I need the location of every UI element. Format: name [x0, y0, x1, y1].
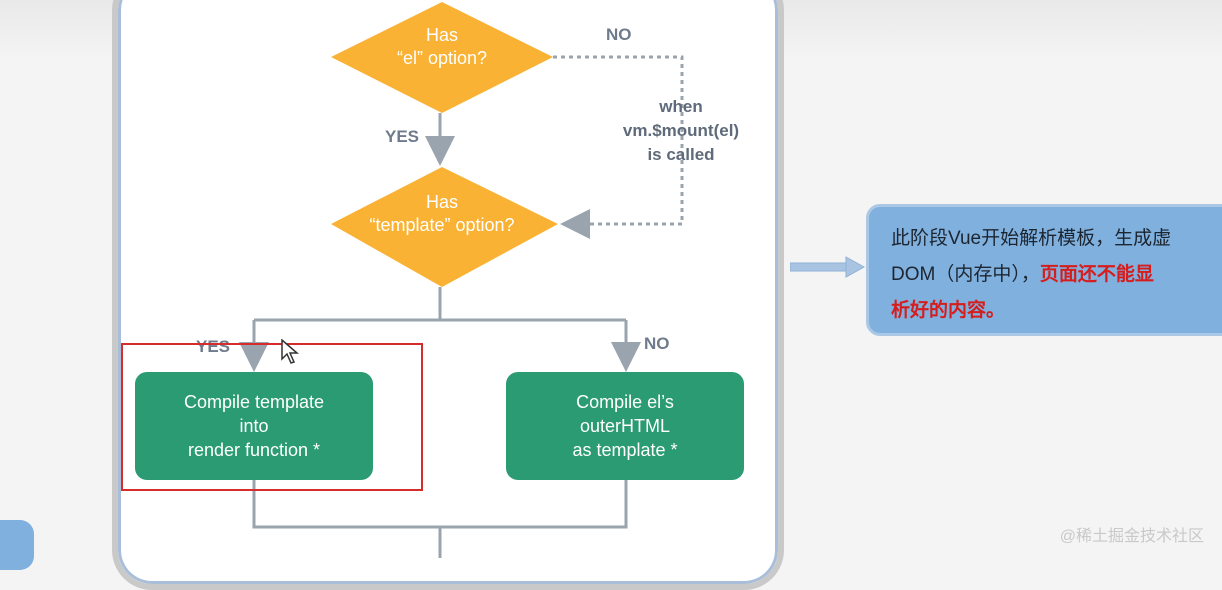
label-yes-middle: YES [385, 127, 420, 146]
label-no-right: NO [644, 334, 670, 353]
callout-line2-prefix: DOM（内存中）， [891, 264, 1040, 285]
process-compile-outerhtml: Compile el’s outerHTML as template * [506, 372, 744, 480]
mount-note: when vm.$mount(el) is called [596, 95, 766, 167]
decision-diamond-template [331, 167, 558, 287]
mount-note-line3: is called [647, 145, 715, 164]
highlight-box [121, 343, 423, 491]
connector-no-dashed [553, 55, 684, 239]
label-yes-left: YES [196, 337, 231, 356]
mount-note-line1: when [659, 97, 703, 116]
process-right-line3: as template * [572, 440, 678, 460]
process-left-line1: Compile template [183, 392, 325, 412]
process-left-line3: render function * [187, 440, 321, 460]
callout-arrow-icon [790, 256, 866, 278]
process-compile-template: Compile template into render function * [135, 372, 373, 480]
callout-line2: DOM（内存中），页面还不能显 [891, 257, 1222, 293]
callout-line1: 此阶段Vue开始解析模板，生成虚 [891, 228, 1172, 249]
mount-note-line2: vm.$mount(el) [622, 121, 740, 140]
watermark: @稀土掘金技术社区 [1059, 528, 1204, 545]
decision-template-line2: “template” option? [369, 215, 515, 235]
annotation-callout: 此阶段Vue开始解析模板，生成虚 DOM（内存中），页面还不能显 析好的内容。 [866, 204, 1222, 336]
flowchart-connectors [239, 2, 684, 558]
decision-template-line1: Has [425, 192, 458, 212]
mouse-cursor-icon [281, 339, 300, 364]
process-left-line2: into [239, 416, 269, 436]
callout-line2-red: 页面还不能显 [1039, 264, 1154, 285]
callout-line3: 析好的内容。 [891, 300, 1006, 321]
decision-template-text: Has “template” option? [332, 191, 552, 237]
decision-diamond-el [331, 2, 553, 113]
decision-el-text: Has “el” option? [342, 24, 542, 70]
partial-callout-shape [0, 520, 34, 570]
process-right-line1: Compile el’s [576, 392, 674, 412]
decision-el-line1: Has [425, 25, 458, 45]
label-no-top: NO [606, 25, 632, 44]
decision-el-line2: “el” option? [396, 48, 488, 68]
process-right-line2: outerHTML [579, 416, 671, 436]
